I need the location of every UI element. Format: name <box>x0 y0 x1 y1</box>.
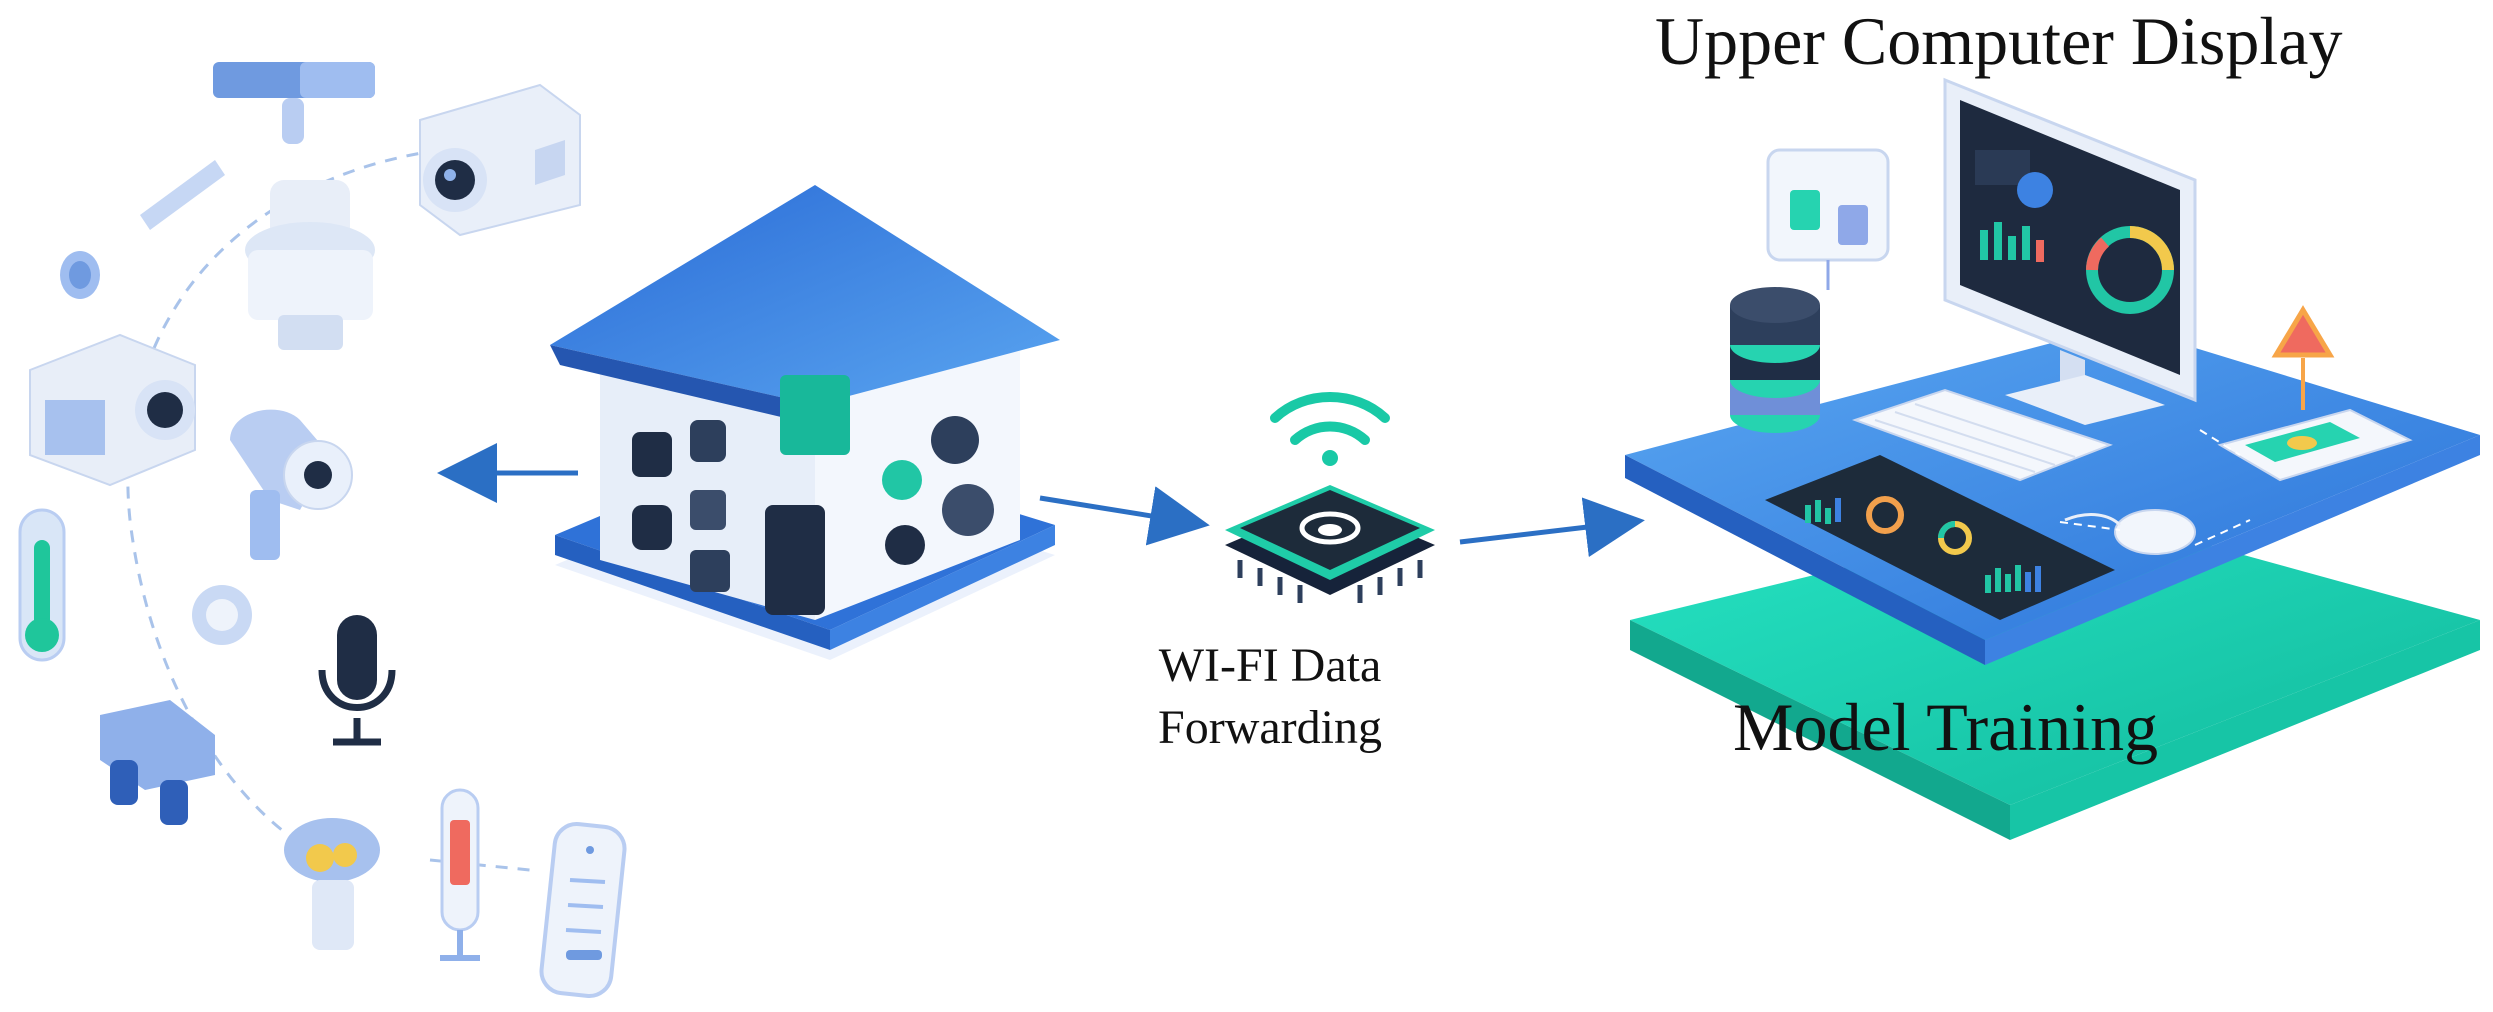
arrow-house-to-chip <box>1039 486 1210 546</box>
keyboard-icon <box>1851 388 2113 482</box>
smoke-detector-icon <box>245 180 375 350</box>
wifi-signal-icon <box>1270 392 1390 466</box>
light-bulb-icon <box>284 818 380 950</box>
hub-icon <box>100 700 215 825</box>
tablet-icon <box>2217 408 2413 482</box>
wifi-label-line1: WI-FI Data <box>1158 639 1382 692</box>
thermometer-icon <box>18 508 66 662</box>
arrow-chip-to-platform <box>1459 497 1645 558</box>
sensor-cluster <box>18 62 627 999</box>
button-icon <box>192 585 252 645</box>
mouse-icon <box>2064 509 2196 555</box>
display-platform <box>1625 325 2480 665</box>
upper-display-label: Upper Computer Display <box>1655 3 2343 79</box>
dashboard-panel-icon <box>1765 455 2115 620</box>
monitor-icon <box>1943 77 2197 425</box>
remote-control-icon <box>539 821 627 999</box>
connection-arc <box>126 148 441 862</box>
platform-connectors <box>1829 339 2251 546</box>
temperature-gauge-icon <box>440 788 480 961</box>
camera-icon <box>29 333 196 487</box>
microphone-icon <box>318 615 396 746</box>
wifi-label-line2: Forwarding <box>1158 701 1382 754</box>
security-camera-icon <box>419 83 581 237</box>
wifi-chip-icon <box>1225 485 1435 603</box>
warning-icon <box>2271 305 2335 410</box>
smart-house-icon <box>550 185 1060 660</box>
window-shade-icon <box>213 62 375 144</box>
floating-card-icon <box>1766 148 1890 290</box>
model-training-label: Model Training <box>1733 689 2159 765</box>
motion-sensor-icon <box>230 409 353 560</box>
server-stack-icon <box>1730 287 1820 433</box>
ir-sensor-icon <box>60 160 225 299</box>
wifi-forwarding-label: WI-FI Data Forwarding <box>1100 635 1440 759</box>
connection-arc-short <box>429 858 531 872</box>
